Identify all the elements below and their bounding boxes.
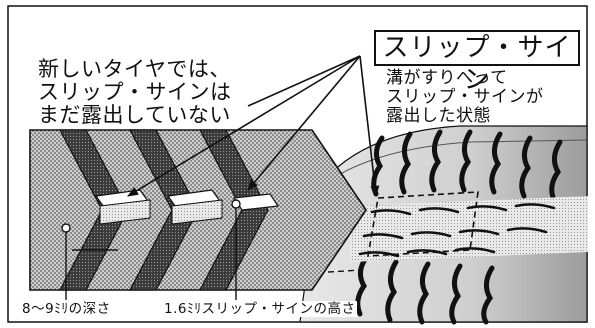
new-tire-note-line: スリップ・サインは — [38, 80, 232, 104]
new-tire-note-line: まだ露出していない — [38, 103, 231, 127]
slip-sign-height-text: 1.6ﾐﾘスリップ・サインの高さ — [162, 301, 358, 317]
groove-depth-caption: 8～9ﾐﾘの深さ — [20, 301, 113, 317]
worn-tire-note-line: スリップ・サインが — [386, 87, 544, 107]
new-tire-note: 新しいタイヤでは、 スリップ・サインは まだ露出していない — [38, 58, 232, 127]
slip-sign-height-caption: 1.6ﾐﾘスリップ・サインの高さ — [162, 301, 358, 317]
groove-depth-text: 8～9ﾐﾘの深さ — [20, 301, 113, 317]
new-tire-tread — [29, 129, 367, 300]
worn-tire-note-line: 露出した状態 — [386, 106, 491, 126]
slip-sign-label: スリップ・サイン — [374, 30, 580, 95]
worn-tire — [299, 125, 588, 325]
worn-tire-note-line: 溝がすりへって — [386, 68, 508, 88]
worn-tire-note: 溝がすりへって スリップ・サインが 露出した状態 — [386, 68, 544, 127]
exposed-slip-sign — [327, 191, 588, 273]
leader-lines — [127, 55, 380, 198]
new-tire-note-line: 新しいタイヤでは、 — [38, 57, 231, 81]
